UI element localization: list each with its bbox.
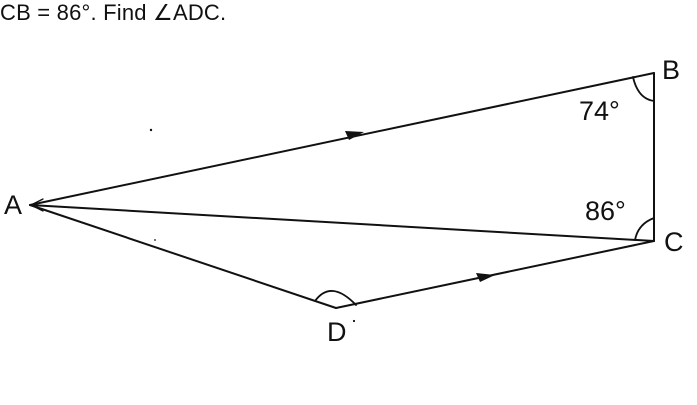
segment-ac (29, 204, 655, 242)
a-mark-bottom (30, 204, 44, 212)
segment-ad (29, 204, 337, 309)
segment-dc (335, 240, 655, 309)
scan-dot (154, 239, 156, 241)
angle-label-b: 74° (579, 96, 620, 126)
parallel-arrow-icon (345, 131, 364, 140)
point-label-c: C (664, 227, 684, 257)
point-label-b: B (662, 55, 680, 85)
angle-label-c: 86° (585, 196, 626, 226)
point-label-a: A (4, 190, 22, 220)
scan-dot (352, 319, 356, 323)
problem-text: CB = 86°. Find ∠ADC. (0, 0, 227, 25)
angle-c-arc (634, 217, 655, 241)
a-mark-top (30, 198, 44, 206)
point-label-d: D (327, 317, 347, 347)
scan-dot (149, 128, 153, 132)
parallel-arrow-icon (476, 273, 495, 282)
segment-ab (29, 72, 655, 206)
angle-b-arc (632, 76, 655, 102)
angle-d-arc (314, 290, 357, 306)
